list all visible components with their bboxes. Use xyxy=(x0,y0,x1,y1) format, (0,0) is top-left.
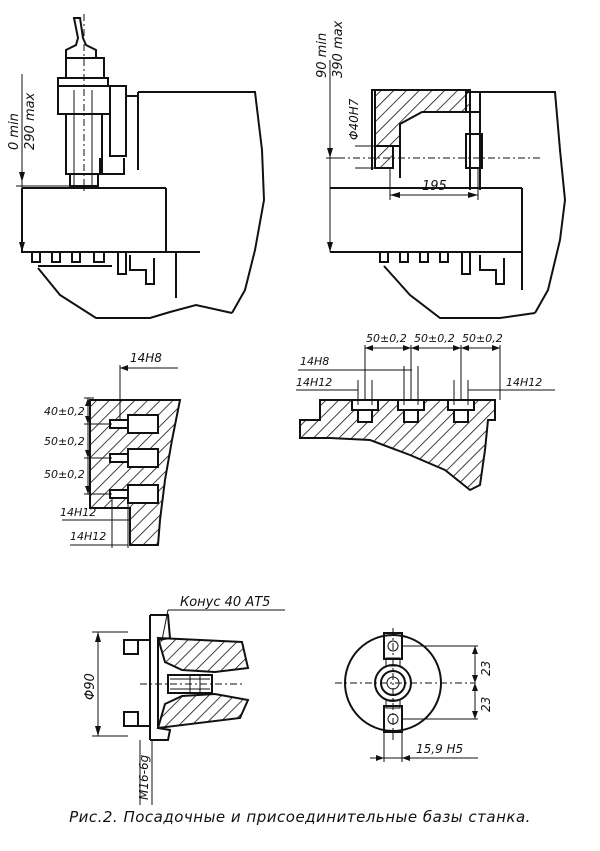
dim-23-upper: 23 xyxy=(479,661,493,676)
label-taper-40AT5: Конус 40 АТ5 xyxy=(180,595,270,610)
view-top-right-spindle-bore: 195 Φ40H7 90 min 390 max xyxy=(315,20,567,319)
view-middle-right-t-slots: 50±0,2 50±0,2 50±0,2 14H8 14H12 14H12 xyxy=(296,332,555,492)
dim-23-lower: 23 xyxy=(479,697,493,712)
mid-left-14H12b: 14H12 xyxy=(70,530,106,543)
mid-left-14H12a: 14H12 xyxy=(60,506,96,519)
view-top-left-spindle-height: 0 min 290 max xyxy=(7,14,266,319)
mid-right-14H8: 14H8 xyxy=(300,355,329,368)
dim-key-15-9H5: 15,9 H5 xyxy=(416,742,463,756)
dim-90min: 90 min xyxy=(315,33,330,78)
mid-right-50b: 50±0,2 xyxy=(414,332,455,345)
view-bottom-left-spindle-nose: Конус 40 АТ5 Φ90 M16-6g xyxy=(83,595,285,805)
dim-390max: 390 max xyxy=(331,20,346,78)
dim-diameter-90: Φ90 xyxy=(83,673,98,700)
mid-left-40: 40±0,2 xyxy=(44,405,85,418)
dim-290max: 290 max xyxy=(23,92,38,150)
mid-left-50b: 50±0,2 xyxy=(44,468,85,481)
dim-depth-195: 195 xyxy=(422,179,447,194)
mid-left-14H8: 14H8 xyxy=(130,351,162,365)
view-bottom-right-spindle-face: 23 23 15,9 H5 xyxy=(335,628,493,762)
dim-thread-M16: M16-6g xyxy=(137,754,151,800)
mid-right-50a: 50±0,2 xyxy=(366,332,407,345)
dim-0min: 0 min xyxy=(7,113,22,150)
mid-right-14H12-right: 14H12 xyxy=(506,376,542,389)
mid-right-50c: 50±0,2 xyxy=(462,332,503,345)
mid-left-50a: 50±0,2 xyxy=(44,435,85,448)
dim-bore-40H7: Φ40H7 xyxy=(347,98,361,140)
mid-right-14H12-left: 14H12 xyxy=(296,376,332,389)
figure-caption: Рис.2. Посадочные и присоединительные ба… xyxy=(69,808,531,826)
view-middle-left-t-slots: 14H8 40±0,2 50±0,2 50±0,2 14H12 14H12 xyxy=(44,351,182,548)
